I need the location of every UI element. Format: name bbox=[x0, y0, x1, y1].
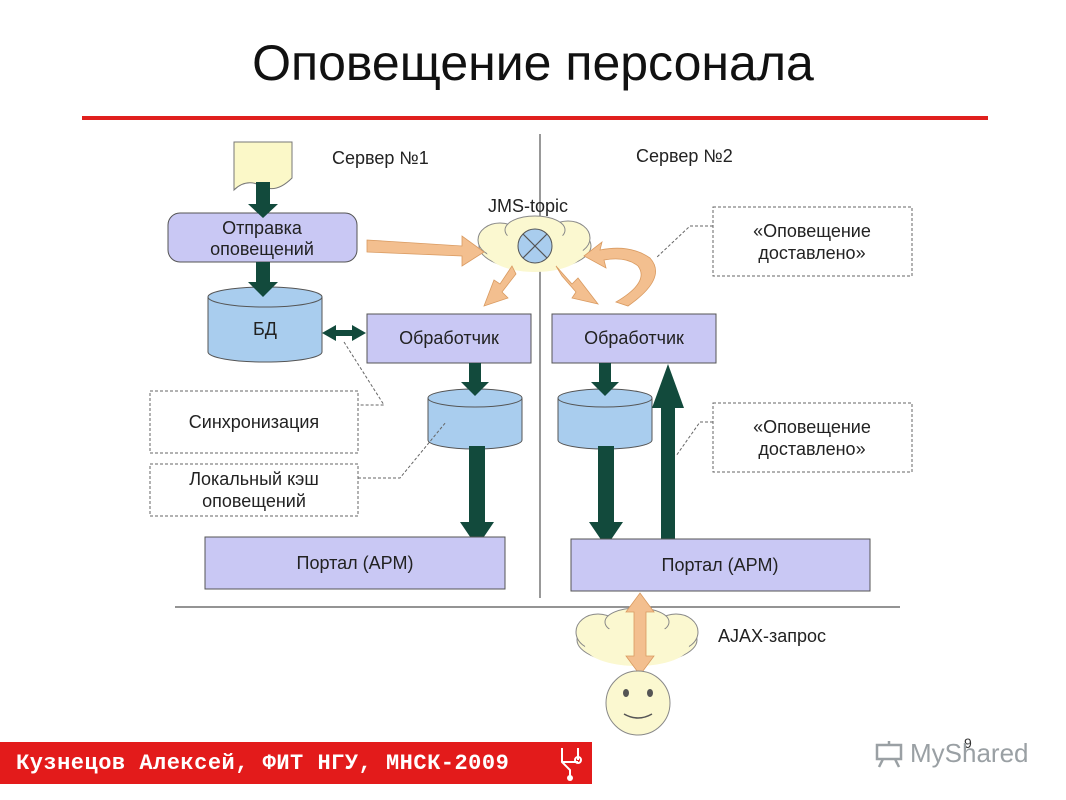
portal1-box bbox=[204, 536, 506, 590]
delivered-note-top-leader bbox=[655, 225, 713, 259]
cache-note-line2: оповещений bbox=[202, 491, 306, 511]
server2-label: Сервер №2 bbox=[636, 146, 733, 166]
title-underline bbox=[82, 116, 988, 120]
delivered-note-bottom-box bbox=[712, 402, 913, 473]
portal2-box bbox=[570, 538, 871, 592]
delivered-note-bottom-line2: доставлено» bbox=[758, 439, 865, 459]
footer-author: Кузнецов Алексей, ФИТ НГУ, МНСК-2009 bbox=[16, 751, 510, 776]
handler1-label: Обработчик bbox=[399, 328, 499, 348]
delivered-note-bottom-leader bbox=[675, 421, 713, 457]
footer-bar bbox=[0, 742, 592, 784]
arrow-handler1-to-cache bbox=[461, 363, 489, 396]
send-box-line1: Отправка bbox=[222, 218, 303, 238]
portal2-label: Портал (АРМ) bbox=[662, 555, 779, 575]
delivered-note-top-box bbox=[712, 206, 913, 277]
arrow-db-handler bbox=[322, 325, 366, 341]
local-cache-cylinder-2 bbox=[557, 388, 653, 450]
sync-note-leader bbox=[343, 341, 385, 406]
delivered-note-bottom-line1: «Оповещение bbox=[753, 417, 871, 437]
arrow-jms-to-handler2 bbox=[555, 265, 599, 305]
sync-note-box bbox=[149, 390, 359, 454]
watermark-text: MyShared bbox=[910, 738, 1029, 768]
arrow-cache1-to-portal bbox=[460, 446, 494, 547]
arrow-portal-to-handler2 bbox=[652, 364, 684, 542]
arrow-handler2-to-cache bbox=[591, 363, 619, 396]
cache-note-line1: Локальный кэш bbox=[189, 469, 319, 489]
ajax-label: AJAX-запрос bbox=[718, 626, 826, 646]
send-box-line2: оповещений bbox=[210, 239, 314, 259]
arrow-send-to-jms bbox=[366, 235, 485, 267]
arrow-delivered-to-jms bbox=[583, 240, 656, 307]
page-number: 9 bbox=[964, 735, 972, 751]
database-cylinder bbox=[207, 286, 323, 363]
db-label: БД bbox=[253, 319, 277, 339]
delivered-note-top-line2: доставлено» bbox=[758, 243, 865, 263]
presentation-board-icon bbox=[875, 740, 903, 768]
arrow-jms-to-handler1 bbox=[483, 265, 517, 307]
jms-topic-label: JMS-topic bbox=[488, 196, 568, 216]
user-smiley-icon bbox=[605, 670, 671, 736]
handler2-box bbox=[551, 313, 717, 364]
circuit-icon bbox=[561, 748, 582, 781]
arrow-doc-to-send bbox=[248, 182, 278, 218]
arrow-send-to-db bbox=[248, 262, 278, 297]
slide-title: Оповещение персонала bbox=[252, 35, 814, 91]
jms-topic-cloud bbox=[477, 215, 592, 272]
server1-label: Сервер №1 bbox=[332, 148, 429, 168]
cache-note-leader bbox=[358, 421, 447, 479]
sync-note-label: Синхронизация bbox=[189, 412, 319, 432]
delivered-note-top-line1: «Оповещение bbox=[753, 221, 871, 241]
watermark: MyShared bbox=[874, 738, 1029, 769]
arrow-cache2-to-portal bbox=[589, 446, 623, 547]
portal1-label: Портал (АРМ) bbox=[297, 553, 414, 573]
handler1-box bbox=[366, 313, 532, 364]
handler2-label: Обработчик bbox=[584, 328, 684, 348]
cache-note-box bbox=[149, 463, 359, 517]
local-cache-cylinder-1 bbox=[427, 388, 523, 450]
